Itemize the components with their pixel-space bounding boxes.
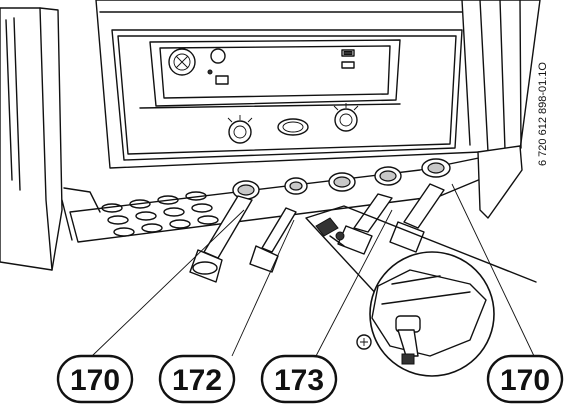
- right-bracket: [477, 145, 523, 219]
- display-indicators: [341, 49, 355, 69]
- reset-button[interactable]: [215, 75, 229, 85]
- callout-2: 172: [158, 354, 236, 404]
- indicator-button[interactable]: [210, 48, 226, 64]
- callout-1-label: 170: [70, 364, 120, 397]
- valve-screw[interactable]: [356, 315, 421, 365]
- bottom-tray: [61, 145, 523, 243]
- heating-temperature-knob[interactable]: [227, 115, 253, 144]
- status-led: [207, 69, 213, 75]
- vent-grille: [101, 191, 219, 237]
- left-side-panel: [0, 7, 63, 271]
- drawing-code: 6 720 612 898-01.1O: [537, 62, 549, 166]
- magnified-detail: [305, 205, 537, 377]
- callout-4-label: 170: [500, 364, 550, 397]
- control-panel: [111, 29, 463, 161]
- info-display-button[interactable]: [277, 118, 309, 136]
- callout-3-label: 173: [274, 364, 324, 397]
- gas-valve-handle[interactable]: [315, 217, 339, 237]
- leader-lines: [91, 183, 535, 357]
- pipes: [189, 183, 445, 283]
- callout-4: 170: [486, 354, 564, 404]
- hot-water-temperature-knob[interactable]: [333, 103, 359, 132]
- pressure-gauge: [168, 48, 196, 76]
- callout-1: 170: [56, 354, 134, 404]
- callout-3: 173: [260, 354, 338, 404]
- connection-sockets: [232, 158, 451, 200]
- callout-2-label: 172: [172, 364, 222, 397]
